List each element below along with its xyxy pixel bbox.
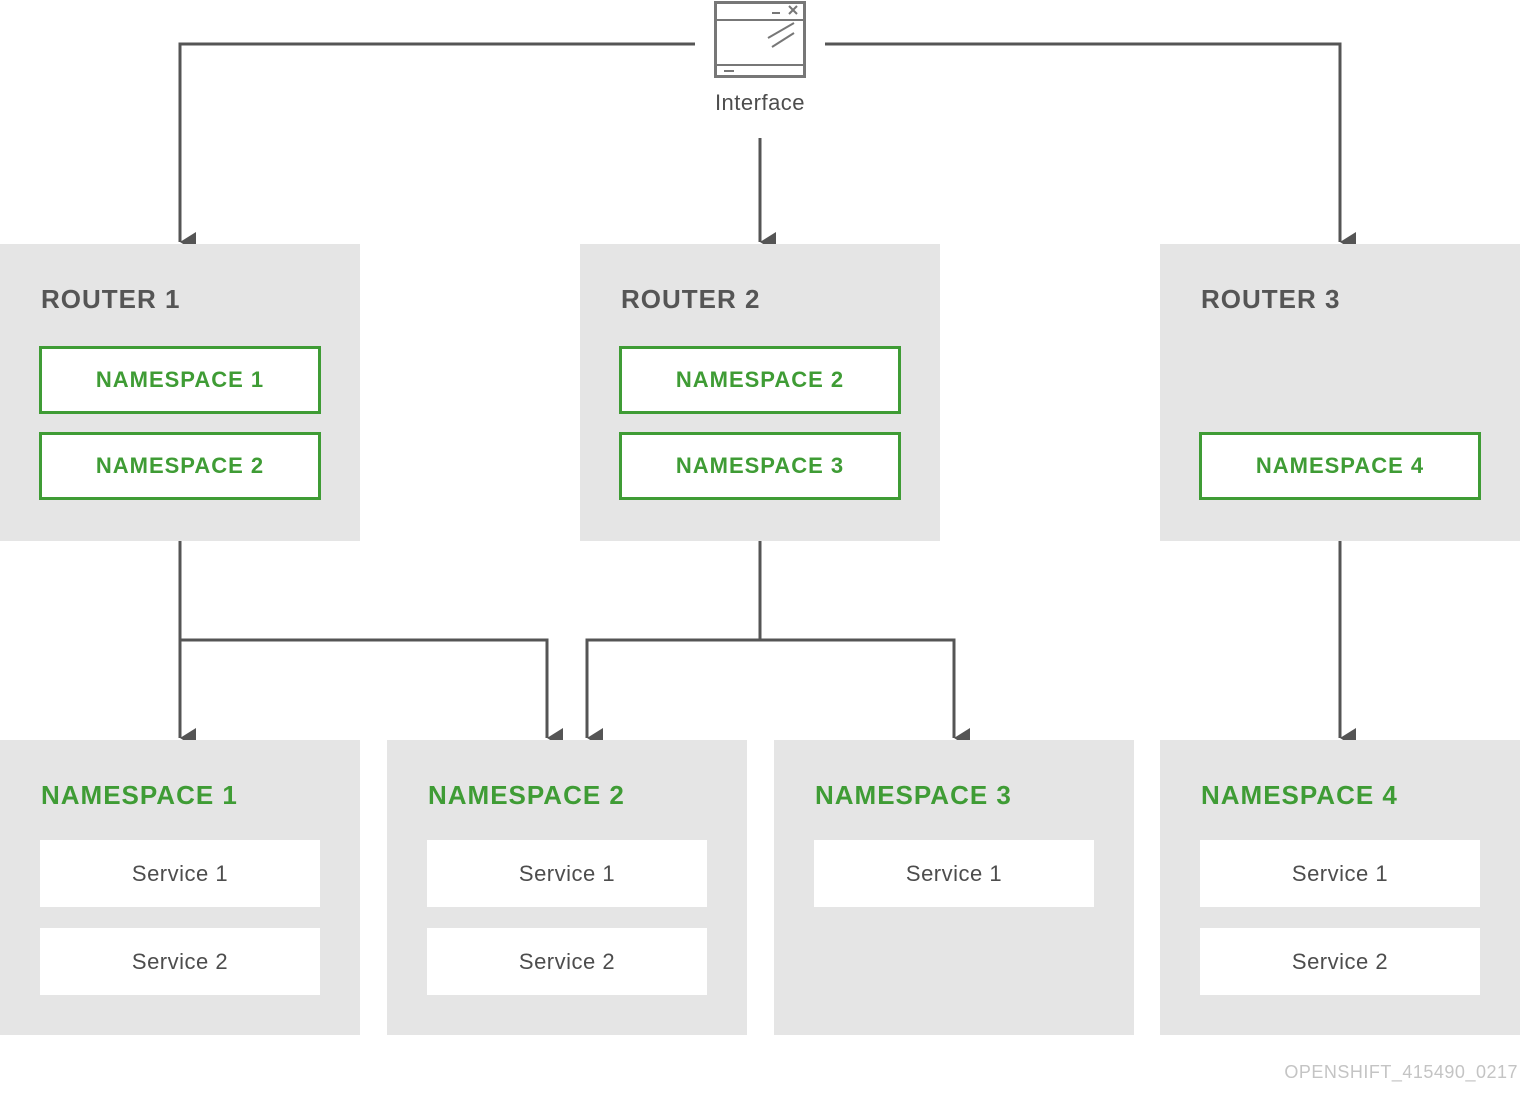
router-namespace-tag: NAMESPACE 4 xyxy=(1199,432,1481,500)
service-box: Service 2 xyxy=(1200,928,1480,995)
router-namespace-tag: NAMESPACE 1 xyxy=(39,346,321,414)
service-box: Service 2 xyxy=(40,928,320,995)
router-1-panel: ROUTER 1 NAMESPACE 1 NAMESPACE 2 xyxy=(0,244,360,541)
service-box: Service 1 xyxy=(427,840,707,907)
router-title: ROUTER 2 xyxy=(621,284,761,314)
namespace-2-panel: NAMESPACE 2 Service 1 Service 2 xyxy=(387,740,747,1035)
figure-id-label: OPENSHIFT_415490_0217 xyxy=(1284,1062,1518,1082)
connector-router-2-namespace-3 xyxy=(760,638,970,748)
connector-router-2-namespace-2 xyxy=(585,541,762,748)
router-title: ROUTER 1 xyxy=(41,284,181,314)
service-box: Service 1 xyxy=(814,840,1094,907)
namespace-title: NAMESPACE 1 xyxy=(41,780,238,810)
service-box: Service 1 xyxy=(40,840,320,907)
router-namespace-tag: NAMESPACE 2 xyxy=(619,346,901,414)
window-icon xyxy=(714,1,806,78)
interface-label: Interface xyxy=(714,90,806,115)
namespace-1-panel: NAMESPACE 1 Service 1 Service 2 xyxy=(0,740,360,1035)
namespace-title: NAMESPACE 2 xyxy=(428,780,625,810)
router-namespace-tag: NAMESPACE 2 xyxy=(39,432,321,500)
connector-interface-router-3 xyxy=(825,42,1356,252)
namespace-title: NAMESPACE 4 xyxy=(1201,780,1398,810)
router-title: ROUTER 3 xyxy=(1201,284,1341,314)
service-box: Service 2 xyxy=(427,928,707,995)
service-box: Service 1 xyxy=(1200,840,1480,907)
namespace-title: NAMESPACE 3 xyxy=(815,780,1012,810)
connector-router-1-namespace-2 xyxy=(180,638,563,748)
namespace-3-panel: NAMESPACE 3 Service 1 xyxy=(774,740,1134,1035)
connector-interface-router-1 xyxy=(178,42,695,252)
namespace-4-panel: NAMESPACE 4 Service 1 Service 2 xyxy=(1160,740,1520,1035)
router-namespace-tag: NAMESPACE 3 xyxy=(619,432,901,500)
router-3-panel: ROUTER 3 NAMESPACE 4 xyxy=(1160,244,1520,541)
router-2-panel: ROUTER 2 NAMESPACE 2 NAMESPACE 3 xyxy=(580,244,940,541)
